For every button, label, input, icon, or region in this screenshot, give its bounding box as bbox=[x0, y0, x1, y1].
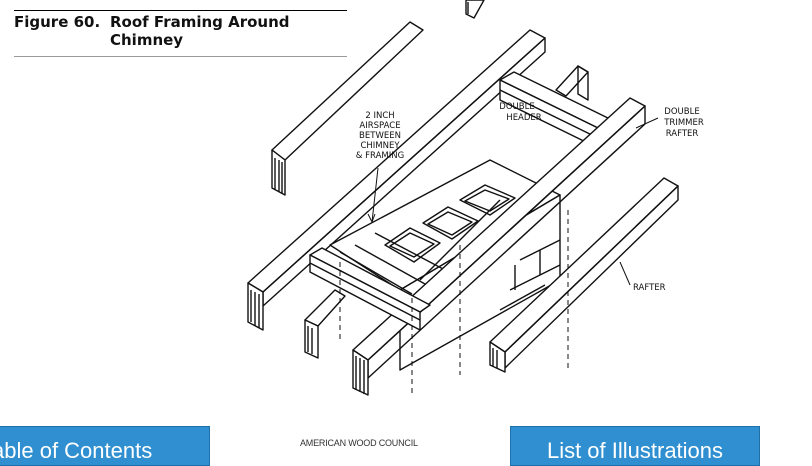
footer-publisher: AMERICAN WOOD COUNCIL bbox=[300, 438, 418, 448]
list-of-illustrations-button[interactable]: List of Illustrations bbox=[510, 426, 760, 466]
label-double-trimmer-line2: TRIMMER bbox=[663, 118, 704, 128]
rafter-top-stub bbox=[465, 0, 485, 19]
label-airspace-line2: AIRSPACE bbox=[359, 121, 400, 131]
figure-title-line2: Chimney bbox=[110, 31, 184, 49]
figure-number: Figure 60. bbox=[14, 13, 101, 31]
label-airspace-line4: CHIMNEY bbox=[360, 141, 400, 151]
label-rafter: RAFTER bbox=[633, 283, 666, 293]
roof-framing-illustration: 2 INCH AIRSPACE BETWEEN CHIMNEY & FRAMIN… bbox=[247, 0, 704, 396]
label-airspace-line3: BETWEEN bbox=[359, 131, 401, 141]
table-of-contents-button[interactable]: Table of Contents bbox=[0, 426, 210, 466]
hidden-lines bbox=[339, 210, 569, 395]
label-double-trimmer-line1: DOUBLE bbox=[664, 107, 699, 117]
label-double-header-line2: HEADER bbox=[506, 113, 541, 123]
leader-lines bbox=[367, 117, 659, 286]
figure-title-line1: Roof Framing Around bbox=[110, 13, 290, 31]
rafter-right bbox=[489, 177, 679, 373]
label-airspace-line1: 2 INCH bbox=[365, 111, 394, 121]
rafter-upper-left bbox=[271, 21, 424, 196]
rafter-short-back bbox=[555, 65, 589, 101]
label-double-header-line1: DOUBLE bbox=[499, 102, 534, 112]
label-double-header: DOUBLE HEADER bbox=[499, 102, 541, 123]
label-airspace-line5: & FRAMING bbox=[356, 151, 404, 161]
rafter-short-front bbox=[304, 289, 346, 359]
caption-top-rule bbox=[14, 10, 347, 11]
caption-bottom-rule bbox=[14, 56, 347, 57]
label-double-trimmer-line3: RAFTER bbox=[666, 129, 699, 139]
label-double-trimmer: DOUBLE TRIMMER RAFTER bbox=[663, 107, 704, 139]
label-airspace: 2 INCH AIRSPACE BETWEEN CHIMNEY & FRAMIN… bbox=[356, 111, 404, 161]
trimmer-rafter-left bbox=[247, 29, 546, 331]
